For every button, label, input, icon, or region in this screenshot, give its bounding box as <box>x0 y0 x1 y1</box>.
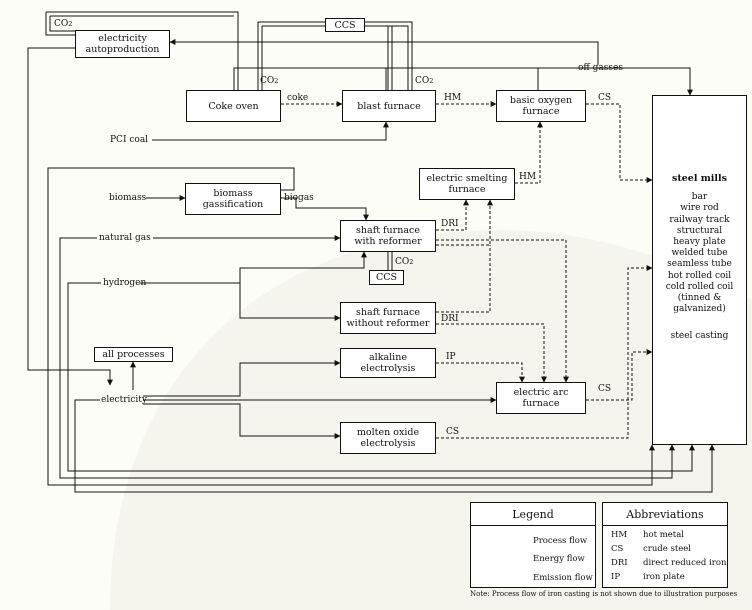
product-heavy-plate: heavy plate <box>673 237 726 248</box>
off-gasses-label: off gasses <box>578 63 623 73</box>
biogas-label: biogas <box>284 193 314 203</box>
dri-label-reformer: DRI <box>441 219 459 229</box>
hm-label-esf: HM <box>519 172 537 182</box>
alkaline-electrolysis-box: alkaline electrolysis <box>340 348 436 378</box>
shaft-furnace-without-reformer-box: shaft furnace without reformer <box>340 302 436 334</box>
abbr-hm-meaning: hot metal <box>643 530 685 540</box>
legend-panel: Legend Process flow Energy flow Emission… <box>470 502 596 588</box>
abbr-ip: IP <box>611 572 621 582</box>
ccs-top-box: CCS <box>325 18 365 32</box>
electricity-autoproduction-box: electricity autoproduction <box>75 30 170 58</box>
legend-emission-flow: Emission flow <box>533 573 593 583</box>
abbr-dri-meaning: direct reduced iron <box>643 558 727 568</box>
abbr-cs: CS <box>611 544 624 554</box>
molten-oxide-electrolysis-box: molten oxide electrolysis <box>340 422 436 454</box>
product-bar: bar <box>691 192 708 203</box>
legend-title: Legend <box>471 503 595 526</box>
input-biomass: biomass <box>109 193 147 203</box>
coke-label: coke <box>287 93 309 103</box>
product-hot-rolled-coil: hot rolled coil <box>667 270 732 281</box>
cs-label-eaf: CS <box>598 384 612 394</box>
product-tinned: (tinned & <box>677 293 722 304</box>
footnote: Note: Process flow of iron casting is no… <box>470 590 738 598</box>
abbr-ip-meaning: iron plate <box>643 572 685 582</box>
cs-label-moe: CS <box>446 427 460 437</box>
product-cold-rolled-coil: cold rolled coil <box>665 281 734 292</box>
biomass-gassification-box: biomass gassification <box>185 183 281 215</box>
legend-process-flow: Process flow <box>533 536 588 546</box>
shaft-furnace-with-reformer-box: shaft furnace with reformer <box>340 220 436 252</box>
abbr-hm: HM <box>611 530 628 540</box>
legend-energy-flow: Energy flow <box>533 554 585 564</box>
input-hydrogen: hydrogen <box>103 278 147 288</box>
abbr-cs-meaning: crude steel <box>643 544 692 554</box>
blast-furnace-box: blast furnace <box>342 90 436 122</box>
all-processes-box: all processes <box>94 347 173 362</box>
co2-label-autoproduction: CO2 <box>54 19 73 29</box>
product-seamless-tube: seamless tube <box>667 259 732 270</box>
abbreviations-panel: Abbreviations HM hot metal CS crude stee… <box>602 502 728 588</box>
co2-label-coke-oven: CO2 <box>260 76 279 86</box>
cs-label-bof: CS <box>598 93 612 103</box>
steel-mills-title: steel mills <box>672 173 727 184</box>
electric-smelting-furnace-box: electric smelting furnace <box>419 168 515 200</box>
input-pci-coal: PCI coal <box>110 135 149 145</box>
abbreviations-title: Abbreviations <box>603 503 727 526</box>
product-welded-tube: welded tube <box>671 248 728 259</box>
dri-label-no-reformer: DRI <box>441 314 459 324</box>
coke-oven-box: Coke oven <box>186 90 281 122</box>
ccs-bottom-box: CCS <box>369 270 404 285</box>
product-wire-rod: wire rod <box>680 203 719 214</box>
input-electricity: electricity <box>101 395 147 405</box>
electric-arc-furnace-box: electric arc furnace <box>496 382 586 414</box>
co2-label-shaft-furnace: CO2 <box>395 257 414 267</box>
abbr-dri: DRI <box>611 558 628 568</box>
co2-label-blast-furnace: CO2 <box>415 76 434 86</box>
hm-label-blast-furnace: HM <box>444 93 462 103</box>
basic-oxygen-furnace-box: basic oxygen furnace <box>496 90 586 122</box>
input-natural-gas: natural gas <box>99 233 151 243</box>
ip-label: IP <box>446 352 456 362</box>
product-railway-track: railway track <box>669 214 730 225</box>
steel-mills-box: steel mills bar wire rod railway track s… <box>652 95 747 445</box>
steel-casting: steel casting <box>670 331 729 342</box>
product-structural: structural <box>676 225 723 236</box>
product-galvanized: galvanized) <box>673 304 726 315</box>
